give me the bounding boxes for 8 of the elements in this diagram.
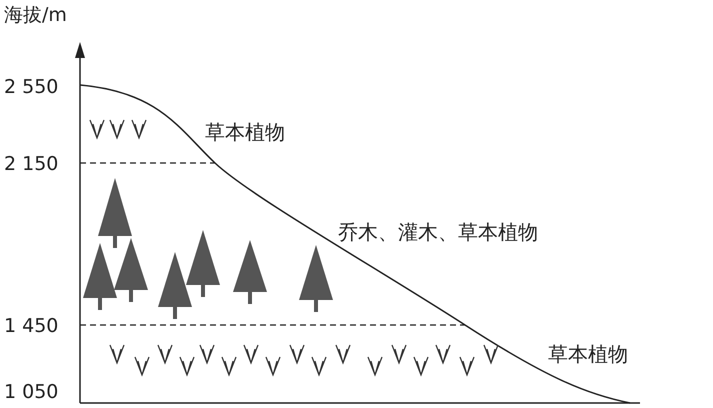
vegetation-label: 乔木、灌木、草本植物 bbox=[338, 222, 538, 242]
vegetation-label: 草本植物 bbox=[205, 122, 285, 142]
tick-label: 2 550 bbox=[4, 78, 58, 97]
tick-label: 1 050 bbox=[4, 383, 58, 402]
tick-label: 2 150 bbox=[4, 155, 58, 174]
tick-label: 1 450 bbox=[4, 317, 58, 336]
axis-title: 海拔/m bbox=[4, 6, 67, 25]
vegetation-label: 草本植物 bbox=[548, 344, 628, 364]
